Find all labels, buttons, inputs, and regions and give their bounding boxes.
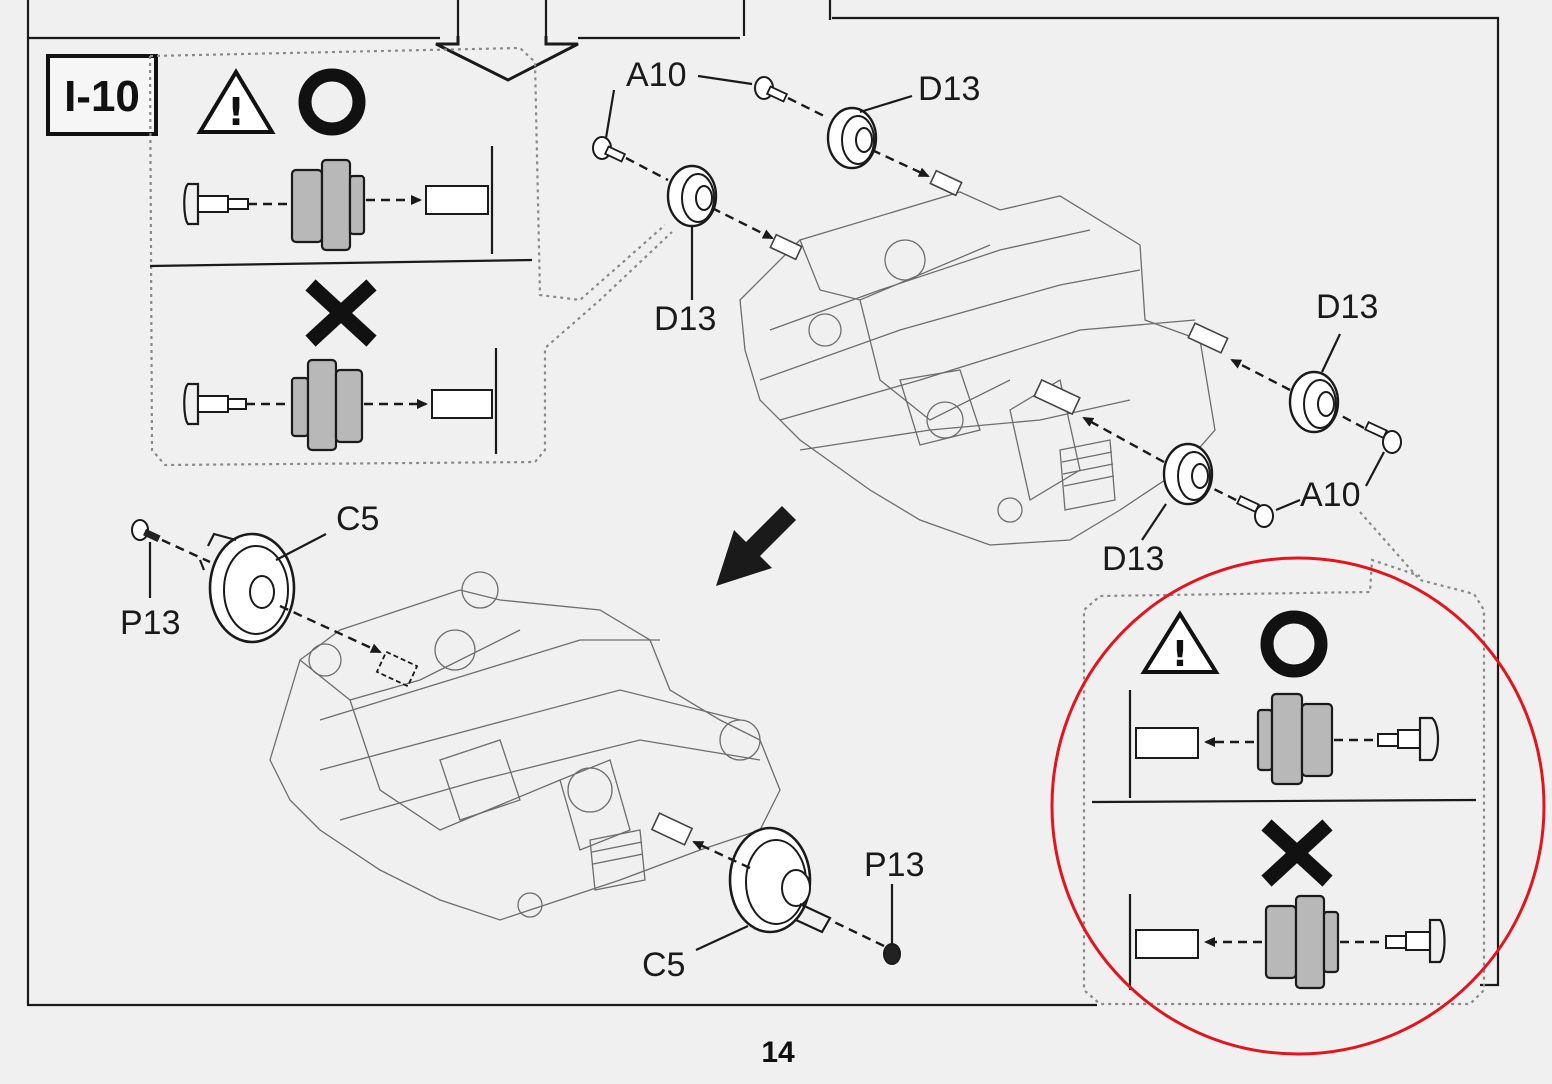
pin-p13 xyxy=(883,943,901,965)
part-label-d13: D13 xyxy=(1102,540,1164,578)
step-number: I-10 xyxy=(64,72,140,121)
part-label-a10: A10 xyxy=(1300,476,1361,514)
wrong-assembly-diagram xyxy=(183,348,498,454)
page-number: 14 xyxy=(761,1036,795,1069)
part-label-p13: P13 xyxy=(864,846,925,884)
wheel-d13 xyxy=(826,106,878,170)
legend-box-right: ! xyxy=(1082,511,1486,1006)
part-label-c5: C5 xyxy=(642,946,685,984)
part-label-p13: P13 xyxy=(120,604,181,642)
warning-triangle-icon: ! xyxy=(1140,610,1220,675)
cross-wrong-icon xyxy=(1261,819,1333,887)
circle-ok-icon xyxy=(1260,610,1328,678)
warning-triangle-icon: ! xyxy=(196,68,276,134)
sprocket-c5 xyxy=(728,826,832,934)
part-label-d13: D13 xyxy=(1316,288,1378,326)
legend-box-left: ! xyxy=(148,46,673,467)
exploded-parts-bottom xyxy=(131,519,901,965)
next-stage-arrow-icon xyxy=(716,506,796,586)
pin-a10 xyxy=(754,76,789,103)
pin-a10 xyxy=(592,136,627,163)
wheel-d13 xyxy=(666,164,718,228)
cross-wrong-icon xyxy=(305,279,377,347)
part-label-a10: A10 xyxy=(626,56,687,94)
pin-a10 xyxy=(1364,420,1402,454)
exploded-parts-top xyxy=(592,74,1402,541)
part-label-d13: D13 xyxy=(918,70,980,108)
part-label-c5: C5 xyxy=(336,500,379,538)
correct-assembly-diagram xyxy=(183,146,494,254)
lower-chassis-assembly xyxy=(269,571,781,921)
wheel-d13 xyxy=(1162,442,1214,506)
pin-a10 xyxy=(1236,494,1274,528)
svg-text:!: ! xyxy=(227,90,244,134)
svg-text:!: ! xyxy=(1172,634,1188,675)
highlight-circle xyxy=(1050,556,1546,1056)
upper-chassis-assembly xyxy=(739,169,1229,546)
axle-stub xyxy=(769,169,1229,416)
wheel-d13 xyxy=(1288,370,1340,434)
wrong-assembly-diagram xyxy=(1128,894,1446,990)
step-number-box: I-10 xyxy=(46,54,158,136)
circle-ok-icon xyxy=(298,68,366,136)
down-arrow-icon xyxy=(435,36,579,82)
page-frame xyxy=(26,0,1500,1007)
sprocket-c5 xyxy=(198,532,296,644)
correct-assembly-diagram xyxy=(1128,690,1440,798)
part-label-d13: D13 xyxy=(654,300,716,338)
pin-p13 xyxy=(131,519,161,543)
